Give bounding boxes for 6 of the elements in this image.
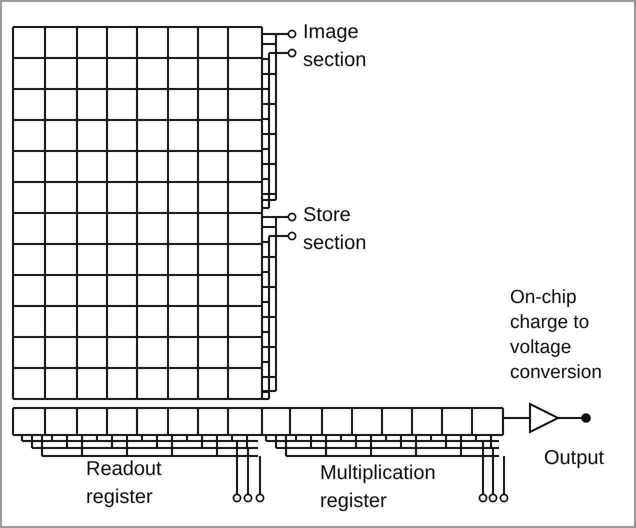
part-label: Output (544, 446, 606, 471)
part-label: On-chip charge to voltage conversion (510, 286, 603, 385)
part-label: Readout register (86, 457, 163, 510)
part-label: Multiplication register (320, 461, 437, 514)
part-label: Store section (303, 203, 368, 256)
part-label: Image section (303, 20, 368, 73)
